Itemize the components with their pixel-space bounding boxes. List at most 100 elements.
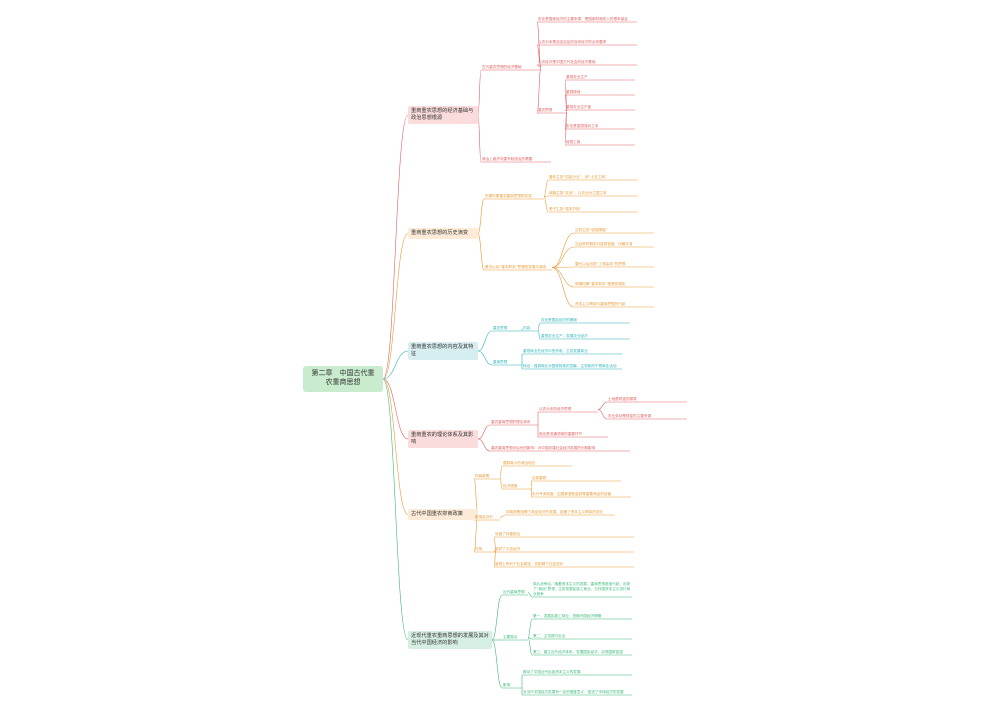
s5-leaf-7: 客观上有利于社会稳定，但阻碍了社会进步 [495,562,564,566]
s4-sub-1[interactable]: 重农重商思想的理论体系 [491,420,531,424]
s1-leaf-3: 小农经济是中国古代社会的经济基础 [538,60,596,64]
connector-root-node-section-2 [382,233,409,380]
s2-leaf-2: 商鞅主张“农战”，以农业为立国之本 [549,191,607,195]
s1-leaf-4[interactable]: 重农思想 [538,108,553,112]
s2-leaf-7: 明清时期“重本抑末”政策的强化 [575,282,626,286]
s6-leaf-5: 推动了中国近代民族资本主义的发展 [523,670,581,674]
s1-leaf-1: 农业是国家经济的主要来源，是国家财政收入的根本保证 [538,17,628,21]
s1-leaf-4-1: 重视农业生产 [566,75,588,79]
s3-sub-1-1[interactable]: 内容 [523,326,531,330]
connector-s1-sub-1-s1-leaf-2 [536,44,542,68]
s6-leaf-3: 第二，主张振兴实业 [533,634,566,638]
s2-leaf-1: 管仲主张“四民分业”，即“士农工商” [549,175,607,179]
connector-s6-sub-2-s6-leaf-4 [527,637,533,656]
connector-s2-sub-2-s2-leaf-5 [551,246,575,268]
s5-leaf-4: 抑商政策阻碍了商品经济的发展，延缓了资本主义萌芽的成长 [506,510,604,514]
connector-s2-sub-1-s2-leaf-1 [543,179,549,197]
s5-leaf-5: 巩固了封建统治 [495,532,521,536]
connector-root-node-section-4 [382,378,409,440]
connector-root-node-section-1 [382,114,409,380]
connector-section-1-s1-sub-2 [477,114,482,163]
connector-s2-sub-2-s2-leaf-7 [551,267,575,288]
s5-sub-3[interactable]: 作用 [475,547,483,551]
connector-section-3-s3-sub-2 [477,350,493,366]
s1-leaf-4-2: 重视耕地 [566,90,581,94]
section-2[interactable]: 重商重农思想的历史演变 [408,228,478,240]
s4-sub-2[interactable]: 重农重商思想对后世的影响：对中国封建社会经济发展的长期影响 [491,446,596,450]
s6-sub-3[interactable]: 影响 [503,683,511,687]
s1-leaf-4-4: 农业是富国强兵之本 [566,124,599,128]
s4-sub-1-1[interactable]: 以农为本的经济思想 [539,407,572,411]
connector-section-2-s2-sub-1 [477,198,485,234]
connector-s5-sub-3-s5-leaf-7 [493,549,497,568]
connector-s2-sub-1-s2-leaf-3 [543,196,549,213]
s4-leaf-3: 商业是流通领域的重要环节 [539,432,583,436]
s6-leaf-2: 第一，发展民族工商业，抵御外国经济侵略 [533,614,602,618]
s4-leaf-1: 土地是财富的源泉 [608,397,637,401]
s3-leaf-3: 重视商业在经济中的作用，主张发展商业 [523,349,588,353]
connector-s1-sub-1-s1-leaf-4 [536,67,542,114]
s3-leaf-1: 农业是国民经济的基础 [541,318,577,322]
section-6[interactable]: 近现代重农重商思想的发展及其对当代中国经济的影响 [408,631,492,650]
s6-sub-2[interactable]: 主要观点 [503,635,518,639]
s5-leaf-1: 限制商人的政治地位 [503,461,536,465]
connector-section-2-s2-sub-2 [477,233,485,271]
section-1[interactable]: 重商重农思想的经济基础与政治思想根源 [408,106,478,125]
s5-sub-2[interactable]: 影响及评价 [475,515,493,519]
s2-leaf-4: 汉初主张“轻徭薄赋” [575,228,608,232]
s2-leaf-8: 资本主义萌芽与重商思想的兴起 [575,302,626,306]
s3-sub-1[interactable]: 重农思想 [493,326,508,330]
s3-sub-2[interactable]: 重商思想 [493,360,508,364]
connector-section-6-s6-sub-3 [491,639,503,689]
root-node[interactable]: 第二章 中国古代重农重商思想 [303,366,383,392]
connector-s1-leaf-4-s1-leaf-4-5 [564,110,568,146]
s1-sub-1[interactable]: 古代重农思想的经济基础 [482,65,522,69]
s6-leaf-1: 鸦片战争后，随着资本主义的发展，重商思想逐渐兴起，出现了“商战”思想，主张发展民… [533,582,631,596]
s1-leaf-2: 以农为本是自给自足的自然经济的必然要求 [538,40,607,44]
connector-s3-sub-1-1-s3-leaf-1 [537,322,541,329]
connector-s3-sub-1-1-s3-leaf-2 [537,328,541,340]
connector-s5-sub-1-s5-leaf-1 [499,465,503,477]
connector-s5-sub-3-s5-leaf-5 [493,536,497,550]
s5-sub-1[interactable]: 抑商政策 [475,474,490,478]
s2-leaf-3: 荀子主张“强本节用” [549,207,582,211]
s6-leaf-4: 第三，建立近代经济体系，发展国民经济，实现国家富强 [533,650,623,654]
connector-root-node-section-5 [382,378,409,515]
connector-s2-sub-2-s2-leaf-6 [551,266,575,268]
s5-leaf-3: 实行专卖制度，由国家垄断盐铁等重要商品的经营 [532,492,612,496]
connector-s5-sub-1-2-s5-leaf-3 [530,486,533,498]
s1-leaf-4-3: 重视农业生产者 [566,105,592,109]
connector-s5-sub-1-s5-sub-1-2 [499,476,503,490]
connector-s4-sub-1-1-s4-leaf-1 [597,401,608,410]
s5-leaf-6: 维护了小农经济 [495,547,521,551]
connector-root-node-section-6 [382,378,409,641]
connector-section-3-s3-sub-1 [477,330,493,352]
s5-sub-1-2[interactable]: 经济措施 [503,484,518,488]
s1-leaf-4-5: 轻视工商 [566,140,581,144]
section-3[interactable]: 重商重农思想的内容及其特征 [408,342,478,361]
connector-s5-sub-2-s5-leaf-4 [499,514,506,518]
connector-s6-sub-2-s6-leaf-2 [527,618,533,638]
section-4[interactable]: 重商重农的理论体系及其影响 [408,430,478,449]
s3-leaf-4: 特征：强调商业对国家财政的贡献，主张政府干预商业活动 [523,364,617,368]
connector-section-4-s4-sub-2 [477,438,491,452]
s1-sub-2[interactable]: 政治上维护封建专制统治的需要 [482,157,533,161]
s6-sub-1[interactable]: 近代重商思想 [503,590,525,594]
s6-leaf-6: 对当代中国经济发展有一定的借鉴意义，促进了市场经济的发展 [523,690,624,694]
connector-section-6-s6-sub-1 [491,594,503,641]
connector-s4-sub-1-1-s4-leaf-2 [597,409,608,420]
s4-leaf-2: 农业劳动是财富的主要来源 [608,414,652,418]
s2-leaf-6: 唐代以后出现“工商皆本”的思想 [575,262,626,266]
section-5[interactable]: 古代中国重农抑商政策 [408,509,478,521]
connector-s6-sub-1-s6-leaf-1 [527,592,533,598]
connector-root-node-section-3 [382,350,409,380]
s3-leaf-2: 重视农业生产，发展农业经济 [541,334,588,338]
connector-section-4-s4-sub-1 [477,424,491,440]
s2-sub-1[interactable]: 先秦时期重农重商思想的形成 [485,194,532,198]
connector-s2-sub-2-s2-leaf-8 [551,267,575,308]
s2-leaf-5: 汉武帝时期实行盐铁官营、均输平准 [575,242,633,246]
s2-sub-2[interactable]: 秦汉以后“重本抑末”思想的发展与演变 [485,265,547,269]
connector-section-1-s1-sub-1 [477,69,482,116]
connector-s2-sub-2-s2-leaf-4 [551,232,575,268]
